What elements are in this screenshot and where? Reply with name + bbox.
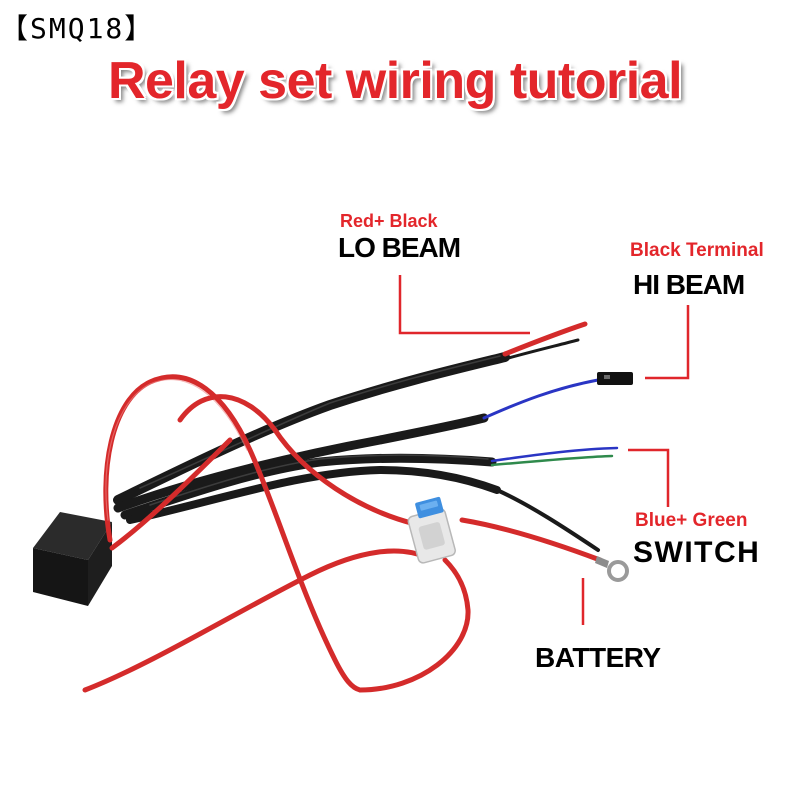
connector-body [597, 372, 633, 385]
red-wire-lo-beam [502, 321, 588, 357]
ring-terminal-icon [595, 556, 629, 582]
hi-beam-wire-colors: Black Terminal [630, 240, 764, 261]
blade-fuse-top [419, 500, 439, 511]
lo-beam-label: LO BEAM [338, 232, 461, 263]
red-wire-loop-left-highlight [105, 379, 248, 521]
switch-label: SWITCH [633, 536, 761, 569]
relay-front-face [33, 548, 88, 606]
red-wire-to-fuse [177, 394, 418, 527]
battery-label: BATTERY [535, 642, 661, 673]
relay-side-face [88, 522, 112, 606]
switch-wire-colors: Blue+ Green [635, 510, 748, 531]
leader-line-switch [628, 448, 670, 507]
fuse-holder-icon [407, 496, 456, 564]
fuse-holder-groove [418, 522, 445, 550]
ring-terminal-crimp [595, 556, 609, 568]
red-wire-loop-right [357, 557, 471, 693]
leader-line-hi-beam [645, 305, 690, 380]
blue-wire-switch [490, 446, 619, 463]
leader-line-lo-beam [398, 275, 530, 335]
lo-beam-wire-colors: Red+ Black [340, 211, 438, 231]
page-title: Relay set wiring tutorial [107, 52, 683, 110]
blue-wire-hi-beam [482, 378, 600, 420]
black-cable-switch [120, 453, 497, 520]
black-cable-battery [126, 465, 501, 524]
relay-box-icon [33, 512, 112, 606]
green-wire-switch [490, 454, 614, 467]
hi-beam-label: HI BEAM [633, 269, 745, 300]
red-wire-battery [459, 517, 603, 563]
relay-top-face [33, 512, 112, 560]
connector-latch [604, 375, 610, 379]
brand-watermark: 【SMQ18】 [0, 12, 155, 45]
red-wire-loop-bottom [82, 548, 431, 693]
ring-terminal-eye [607, 560, 629, 582]
black-cable-lo-beam-highlight [139, 355, 501, 489]
red-wire-relay-arch [109, 437, 233, 551]
black-terminal-connector-icon [597, 372, 633, 385]
black-cable-switch-highlight [149, 454, 489, 506]
black-wire-battery [495, 488, 600, 552]
black-wire-lo-beam [503, 338, 580, 361]
